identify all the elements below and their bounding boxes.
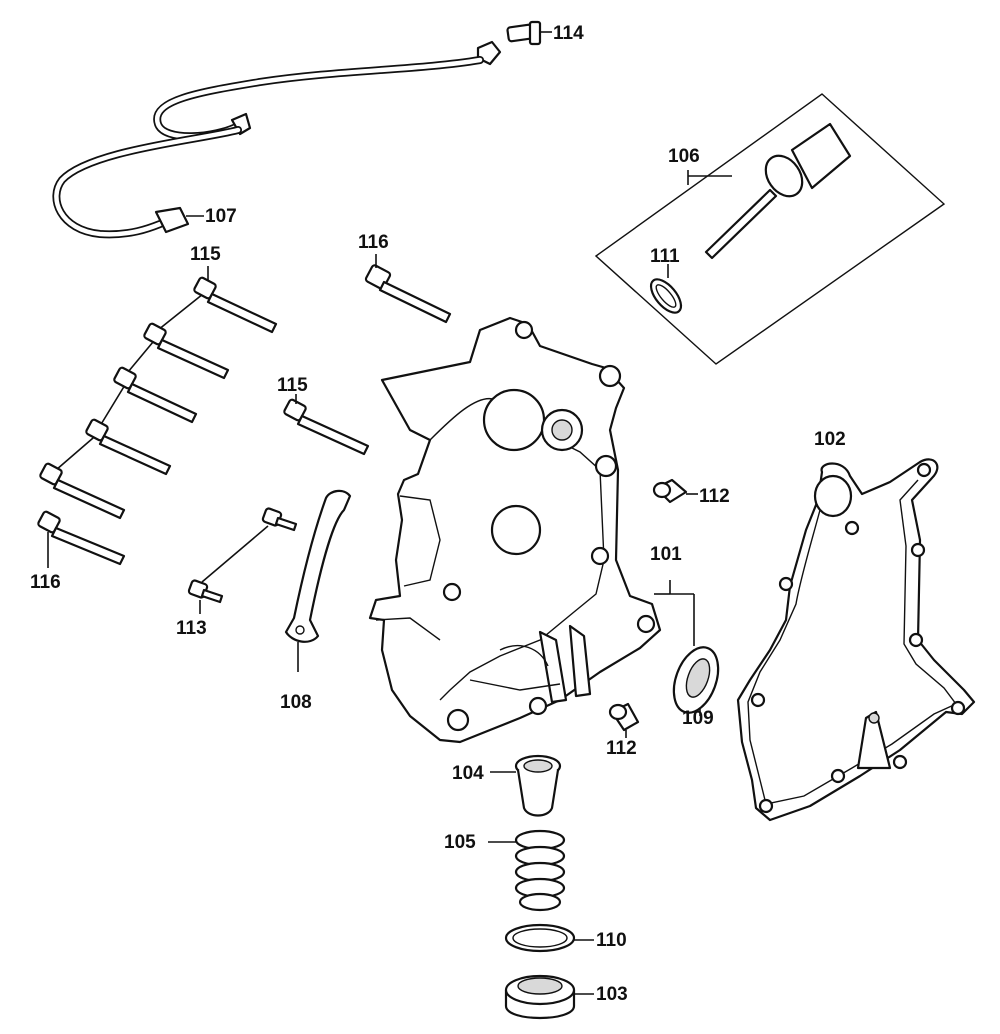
part-115-bolt-group	[39, 266, 278, 520]
part-113-bolts	[187, 507, 298, 614]
part-104-strainer	[490, 754, 562, 817]
label-115-single: 115	[277, 375, 308, 396]
part-114-bolt	[506, 20, 552, 46]
part-106-dipstick-group	[594, 93, 946, 365]
part-109-oil-seal	[672, 646, 720, 716]
label-108: 108	[280, 692, 312, 713]
label-103: 103	[596, 984, 628, 1005]
label-115-top: 115	[190, 244, 221, 265]
label-107: 107	[205, 206, 237, 227]
part-115-bolt-single	[283, 394, 370, 456]
label-114: 114	[553, 23, 584, 44]
part-112-dowel-bottom	[608, 702, 640, 738]
part-107-cable	[52, 40, 502, 239]
part-112-dowel-top	[652, 478, 698, 504]
label-101: 101	[650, 544, 682, 565]
label-102: 102	[814, 429, 846, 450]
part-111-o-ring	[649, 264, 683, 314]
label-104: 104	[452, 763, 484, 784]
part-110-o-ring	[504, 923, 594, 953]
label-116-top: 116	[358, 232, 389, 253]
part-103-drain-cap	[504, 974, 594, 1020]
label-116-bottom: 116	[30, 572, 61, 593]
label-112-top: 112	[699, 486, 730, 507]
label-111: 111	[650, 246, 680, 267]
label-112-bottom: 112	[606, 738, 637, 759]
part-116-bolt-bottom	[37, 510, 126, 568]
leader-101	[654, 580, 695, 646]
label-106: 106	[668, 146, 700, 167]
label-109: 109	[682, 708, 714, 729]
label-105: 105	[444, 832, 476, 853]
label-113: 113	[176, 618, 207, 639]
part-crankcase-cover	[368, 316, 662, 744]
part-105-spring	[488, 829, 566, 912]
label-110: 110	[596, 930, 627, 951]
part-102-gasket	[736, 458, 976, 822]
part-116-bolt-top	[364, 254, 452, 324]
part-108-bracket	[284, 489, 352, 672]
